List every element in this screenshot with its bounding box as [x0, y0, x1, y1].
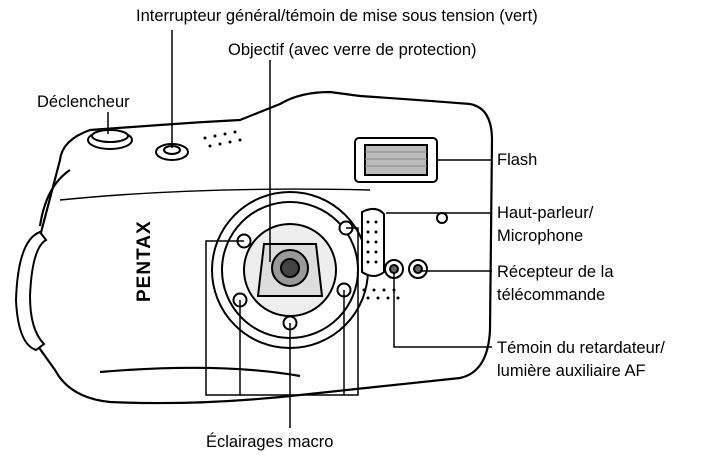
leader-lines	[107, 30, 492, 428]
leader-macro	[205, 227, 359, 428]
flash-unit	[354, 137, 438, 183]
speaker-grille	[361, 208, 385, 277]
label-speaker-line2: Microphone	[497, 227, 584, 245]
lens-assembly	[211, 191, 369, 349]
label-flash: Flash	[497, 151, 538, 169]
label-self-timer-line2: lumière auxiliaire AF	[497, 362, 646, 380]
top-grille	[203, 130, 242, 148]
label-macro-lights: Éclairages macro	[206, 433, 334, 451]
shutter-button-shape	[87, 129, 133, 150]
leader-self-timer	[393, 273, 492, 348]
brand-logo: PENTAX	[134, 220, 155, 302]
label-shutter: Déclencheur	[37, 93, 130, 111]
strap-mount	[14, 230, 48, 352]
label-power-switch: Interrupteur général/témoin de mise sous…	[136, 7, 538, 25]
label-speaker-line1: Haut-parleur/	[497, 204, 594, 222]
label-remote-line2: télécommande	[497, 286, 606, 304]
label-self-timer-line1: Témoin du retardateur/	[497, 339, 665, 357]
label-lens: Objectif (avec verre de protection)	[228, 41, 477, 59]
label-remote-line1: Récepteur de la	[497, 263, 614, 281]
